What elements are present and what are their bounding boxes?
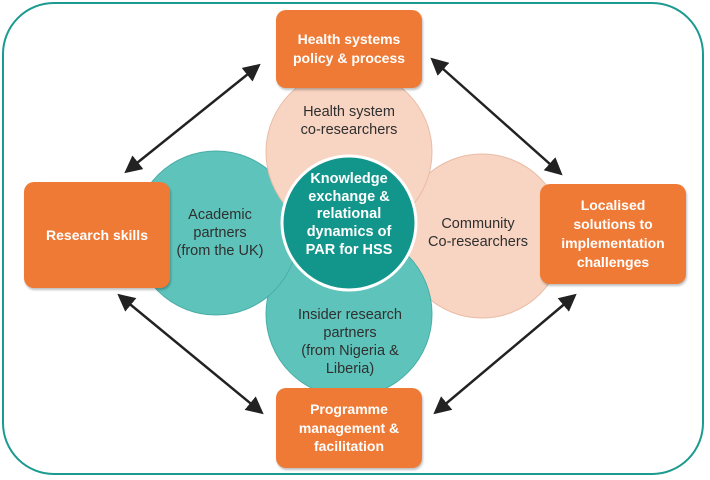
circle-left-label: Academic partners (from the UK): [176, 207, 264, 260]
box-health-systems-policy-label: Health systems policy & process: [292, 31, 406, 66]
box-health-systems-policy: Health systems policy & process: [276, 10, 422, 88]
arrow-bottom-left: [117, 293, 264, 415]
arrow-top-right: [430, 57, 563, 176]
box-research-skills: Research skills: [24, 182, 170, 288]
circle-right-label: Community Co-researchers: [428, 216, 528, 251]
center-label: Knowledge exchange & relational dynamics…: [305, 171, 393, 258]
circle-top-label: Health system co-researchers: [300, 104, 398, 139]
box-localised-solutions: Localised solutions to implementation ch…: [540, 184, 686, 284]
circle-bottom-label: Insider research partners (from Nigeria …: [298, 307, 402, 378]
box-localised-solutions-label: Localised solutions to implementation ch…: [561, 197, 665, 270]
box-programme-management: Programme management & facilitation: [276, 388, 422, 468]
arrow-bottom-right: [433, 293, 577, 415]
outer-frame: [2, 2, 704, 475]
circle-center-knowledge: [280, 154, 418, 292]
box-programme-management-label: Programme management & facilitation: [298, 400, 400, 455]
box-research-skills-label: Research skills: [46, 226, 148, 243]
arrow-top-left: [124, 63, 261, 174]
